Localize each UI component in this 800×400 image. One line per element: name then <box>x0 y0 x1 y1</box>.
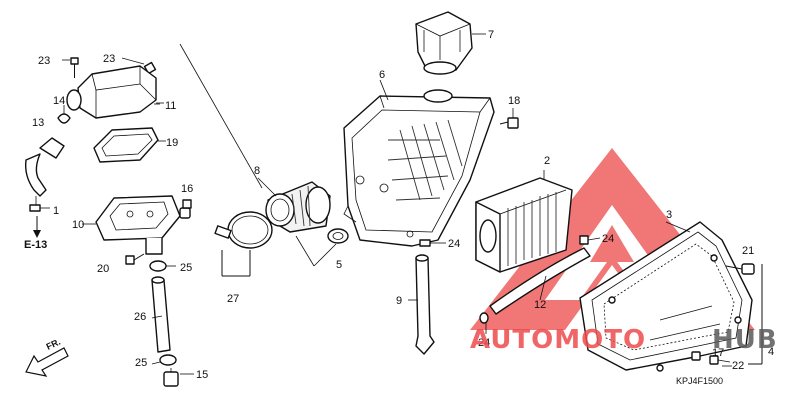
part-label-4: 4 <box>768 346 774 358</box>
plug-15 <box>163 368 179 387</box>
part-label-17: 17 <box>712 347 724 359</box>
bolt-16 <box>182 199 192 209</box>
part-label-19: 19 <box>166 137 178 149</box>
screw-22 <box>709 355 731 365</box>
part-label-12: 12 <box>534 299 546 311</box>
breather-chamber-10 <box>95 195 191 255</box>
part-label-6: 6 <box>379 69 385 81</box>
air-cleaner-cover-3 <box>579 221 753 372</box>
air-cleaner-case-6 <box>343 89 495 247</box>
part-label-23-right: 23 <box>103 53 115 65</box>
screw-20 <box>125 253 145 265</box>
bolt-23-left <box>62 57 79 78</box>
clip-24-a <box>419 239 446 247</box>
collar-5 <box>327 228 349 244</box>
part-label-24-bottom: 24 <box>478 337 490 349</box>
part-label-22: 22 <box>732 360 744 372</box>
part-label-16: 16 <box>181 183 193 195</box>
part-label-25-top: 25 <box>180 262 192 274</box>
part-label-1: 1 <box>53 205 59 217</box>
clamp-25-bottom <box>159 354 177 366</box>
diagram-code-label: KPJ4F1500 <box>676 376 723 386</box>
breather-cover-11 <box>66 65 164 119</box>
part-label-20: 20 <box>97 263 109 275</box>
front-direction-arrow-icon: FR. <box>25 337 69 377</box>
part-label-14: 14 <box>53 95 65 107</box>
part-label-26: 26 <box>134 311 146 323</box>
part-label-10: 10 <box>72 219 84 231</box>
part-label-18: 18 <box>508 95 520 107</box>
watermark-brand-primary: AUTOMOTO <box>470 325 646 355</box>
intake-joint-8 <box>265 181 331 233</box>
drain-tube-26 <box>151 276 171 353</box>
part-label-13: 13 <box>32 117 44 129</box>
plug-1 <box>29 204 50 238</box>
screw-17 <box>691 351 701 361</box>
part-label-15: 15 <box>196 369 208 381</box>
part-label-5: 5 <box>336 259 342 271</box>
part-label-27: 27 <box>227 293 239 305</box>
watermark-brand-text: AUTOMOTO HUB <box>470 325 778 355</box>
bracket-4 <box>748 264 763 365</box>
bolt-21 <box>725 263 755 275</box>
clip-24-b <box>579 235 601 245</box>
part-label-8: 8 <box>254 165 260 177</box>
front-marker-label: FR. <box>45 337 62 352</box>
part-label-11: 11 <box>165 100 176 112</box>
part-number-labels: 1 2 3 4 5 6 7 8 9 10 11 12 13 14 15 16 1… <box>24 29 774 386</box>
connecting-tube-12 <box>489 247 591 315</box>
part-label-24-right: 24 <box>602 233 614 245</box>
part-label-2: 2 <box>544 155 550 167</box>
bolt-18 <box>499 108 519 129</box>
watermark-brand-secondary: HUB <box>712 325 778 355</box>
assembly-guide-lines <box>179 43 337 267</box>
air-filter-element-2 <box>475 170 573 273</box>
intake-snorkel-7 <box>415 11 473 75</box>
part-label-25-bottom: 25 <box>135 357 147 369</box>
drain-tube-9 <box>415 254 435 355</box>
clamp-25-top <box>149 260 176 272</box>
part-label-23-left: 23 <box>38 55 50 67</box>
breather-tube-13 <box>24 137 65 210</box>
clip-24-c <box>479 312 489 324</box>
hose-clamp-27 <box>214 211 273 277</box>
part-label-7: 7 <box>488 29 494 41</box>
part-label-9: 9 <box>396 295 402 307</box>
part-label-24-center: 24 <box>448 238 460 250</box>
part-label-3: 3 <box>666 209 672 221</box>
gasket-19 <box>93 127 159 163</box>
clip-14 <box>57 105 71 124</box>
section-reference-label: E-13 <box>24 239 47 251</box>
leader-lines <box>82 33 732 375</box>
part-label-21: 21 <box>742 245 754 257</box>
